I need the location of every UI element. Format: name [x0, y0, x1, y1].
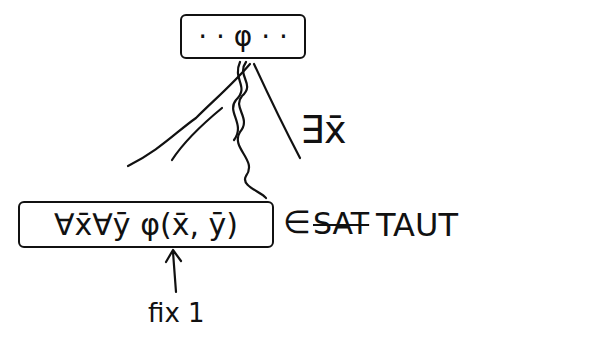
handwritten-label: ∃x̄ — [300, 108, 347, 152]
formula-text: ∀x̄∀ȳ φ(x̄, ȳ) — [54, 207, 238, 242]
handwritten-label: TAUT — [376, 206, 458, 244]
tree-right-side — [254, 64, 300, 158]
handwritten-label: ∈ — [283, 203, 311, 241]
handwritten-label: fix 1 — [148, 298, 205, 328]
handwritten-label: SAT — [313, 206, 369, 241]
tree-left-side — [128, 64, 250, 166]
formula-text: · · φ · · — [198, 20, 288, 53]
branch-path — [238, 62, 266, 198]
sketch-box: · · φ · · — [180, 14, 306, 59]
sketch-box: ∀x̄∀ȳ φ(x̄, ȳ) — [18, 201, 274, 248]
leader-arrow — [166, 250, 181, 292]
tree-inner-left — [172, 108, 222, 160]
branch-path-2 — [233, 62, 241, 140]
